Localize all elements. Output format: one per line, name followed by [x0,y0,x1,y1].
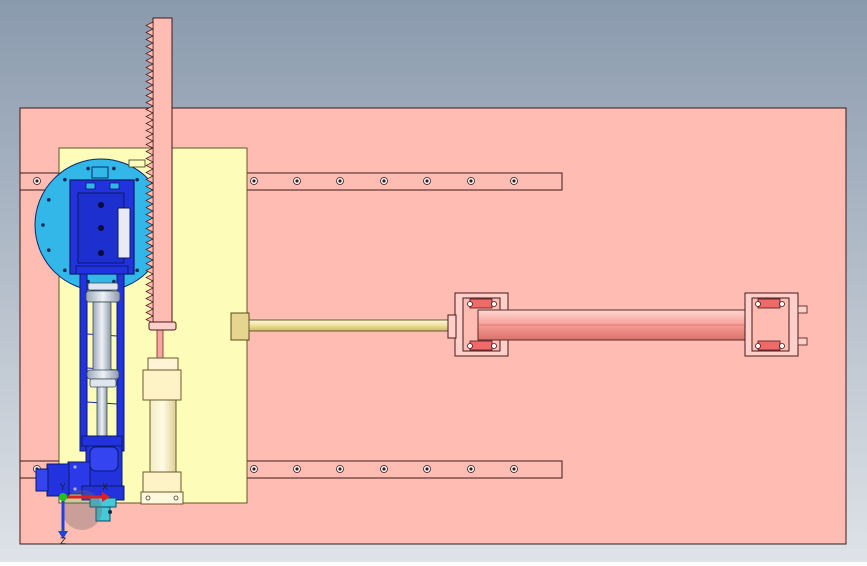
axis-label-x: X [102,483,108,493]
bolt-center [35,179,39,183]
bolt-center [382,179,386,183]
bolt-center [382,467,386,471]
push-head[interactable] [230,312,250,341]
turntable-hole [63,177,67,182]
turntable-hole [63,268,67,273]
bolt-center [469,467,473,471]
turntable-hole [135,177,139,182]
turntable-assembly[interactable] [34,158,168,292]
bolt-center [295,467,299,471]
bolt-center [338,179,342,183]
piston-rod[interactable] [248,319,450,332]
bolt-center [469,179,473,183]
bolt-center [338,467,342,471]
cylinder-rear-bracket[interactable] [744,292,799,357]
drive-motor[interactable] [35,435,125,522]
horizontal-cylinder-assembly[interactable] [230,292,808,357]
axis-label-y: Y [59,483,66,493]
lifting-frame[interactable] [79,273,125,452]
bolt-center [295,179,299,183]
turntable-hole [86,166,90,171]
turntable-hole [112,279,116,284]
bolt-center [252,467,256,471]
turntable-hole [46,198,51,202]
bolt-center [252,179,256,183]
bolt-center [425,467,429,471]
coordinate-triad: Y X Z [58,483,110,547]
bolt-center [512,179,516,183]
bolt-center [425,179,429,183]
gear-rack[interactable] [128,17,177,331]
turntable-hole [112,166,116,171]
axis-label-z: Z [60,537,66,547]
vertical-cylinder[interactable] [140,328,184,505]
turntable-hole [135,268,139,273]
turntable-hole [41,223,45,227]
turntable-hole [46,248,51,252]
bolt-center [512,467,516,471]
